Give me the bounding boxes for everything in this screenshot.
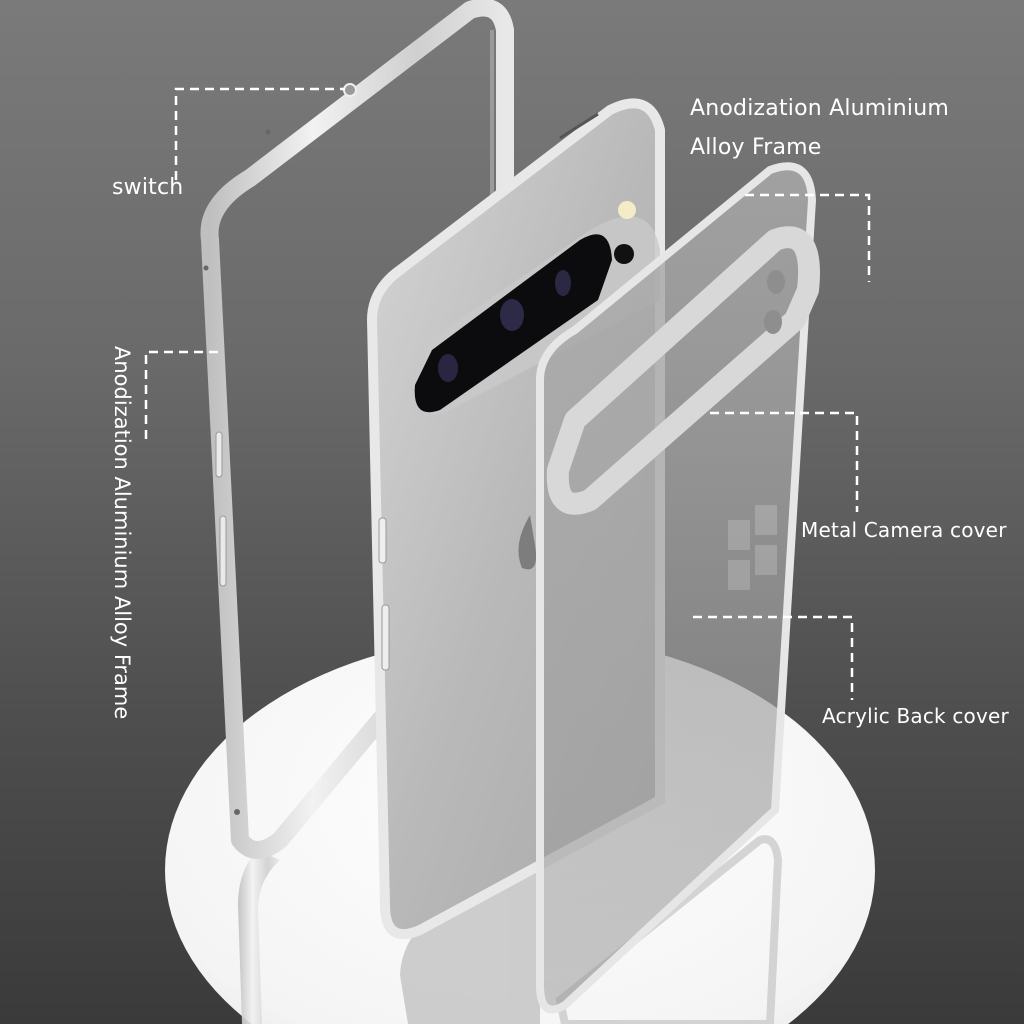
phone-body bbox=[366, 98, 665, 939]
callout-lines bbox=[144, 87, 871, 700]
logo-icon bbox=[518, 515, 537, 570]
callout-acrylic-back-cover: Acrylic Back cover bbox=[822, 704, 1009, 728]
camera-bar bbox=[414, 234, 612, 413]
switch-button bbox=[343, 83, 357, 97]
callout-metal-camera-cover: Metal Camera cover bbox=[801, 518, 1007, 542]
flash-icon bbox=[618, 201, 636, 219]
leader-top-right bbox=[745, 193, 871, 282]
callout-top-right-line2: Alloy Frame bbox=[690, 135, 822, 160]
callout-top-right-line1: Anodization Aluminium bbox=[690, 96, 949, 121]
leader-switch bbox=[174, 87, 345, 180]
acrylic-back-cover bbox=[536, 162, 820, 1014]
callout-left-vertical: Anodization Aluminium Alloy Frame bbox=[110, 346, 134, 720]
sensor-icon bbox=[614, 244, 634, 264]
leader-metal-camera-cover bbox=[710, 411, 859, 512]
speaker-grille bbox=[559, 112, 599, 140]
leader-acrylic-back-cover bbox=[693, 615, 854, 700]
callout-switch: switch bbox=[112, 175, 184, 200]
metal-camera-cover bbox=[546, 226, 820, 515]
leader-left-vertical bbox=[144, 350, 218, 440]
